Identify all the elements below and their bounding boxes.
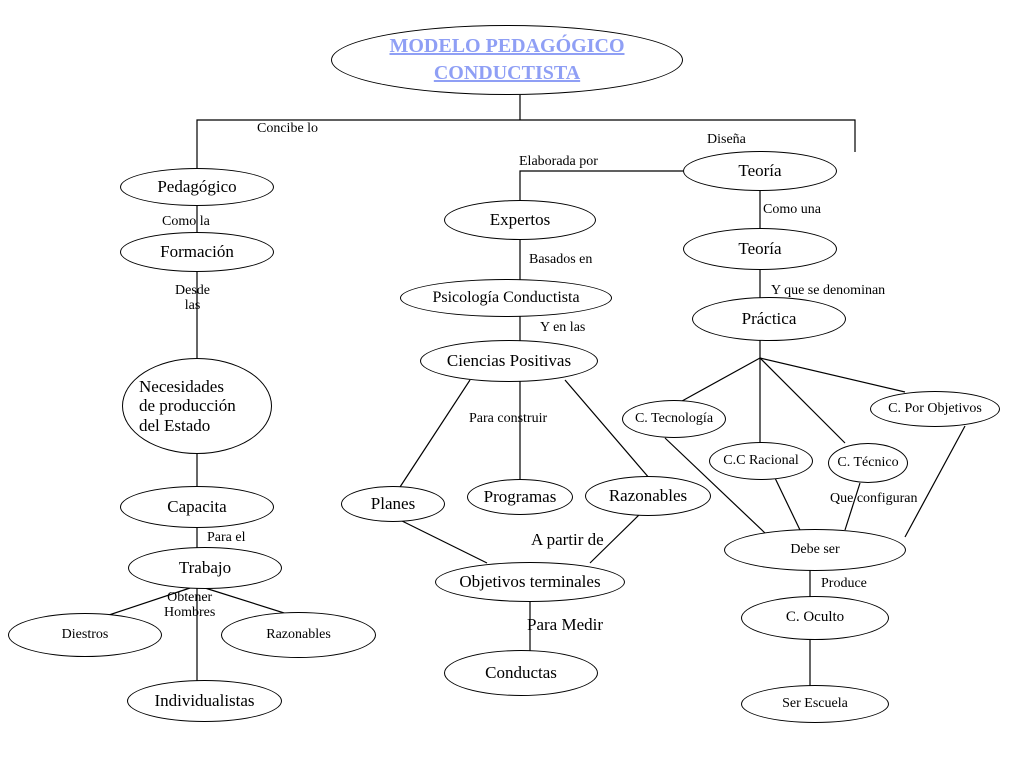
label-obtener-hombres: Obtener Hombres (164, 590, 216, 621)
connector (564, 379, 651, 480)
node-razonables-left: Razonables (221, 612, 376, 658)
label-desde-las: Desde las (175, 283, 210, 314)
node-practica: Práctica (692, 297, 846, 341)
label-produce: Produce (821, 576, 867, 591)
node-label: C. Por Objetivos (888, 400, 982, 416)
node-pedagogico: Pedagógico (120, 168, 274, 206)
node-por-objetivos: C. Por Objetivos (870, 391, 1000, 427)
node-label: Psicología Conductista (432, 288, 580, 306)
node-trabajo: Trabajo (128, 547, 282, 589)
label-y-que-se-denominan: Y que se denominan (771, 283, 886, 298)
label-a-partir-de: A partir de (531, 530, 604, 549)
node-ciencias: Ciencias Positivas (420, 340, 598, 382)
node-conductas: Conductas (444, 650, 598, 696)
node-label: Planes (370, 494, 416, 514)
label-como-una: Como una (763, 202, 821, 217)
node-label: C. Oculto (785, 609, 845, 626)
connector (399, 519, 488, 564)
node-racional: C.C Racional (709, 442, 813, 480)
node-razonables-mid: Razonables (585, 476, 711, 516)
label-para-el: Para el (207, 530, 246, 545)
node-label: Individualistas (154, 691, 255, 711)
node-objetivos: Objetivos terminales (435, 562, 625, 602)
node-planes: Planes (341, 486, 445, 522)
connector (589, 513, 641, 564)
connector (399, 379, 471, 488)
label-disena: Diseña (707, 132, 746, 147)
node-label: Teoría (738, 239, 782, 259)
node-label: Capacita (167, 497, 227, 517)
node-debe-ser: Debe ser (724, 529, 906, 571)
connector (759, 357, 846, 444)
connector (196, 119, 856, 168)
connector (759, 357, 906, 393)
node-label: C. Técnico (837, 454, 899, 470)
node-label: Debe ser (790, 541, 840, 557)
node-label: Ciencias Positivas (446, 351, 572, 371)
label-y-en-las: Y en las (540, 320, 586, 335)
node-tecnologia: C. Tecnología (622, 400, 726, 438)
node-label: Razonables (608, 486, 688, 506)
label-para-construir: Para construir (469, 411, 548, 426)
node-label: Pedagógico (157, 177, 237, 197)
node-label: Expertos (489, 210, 551, 230)
node-label: Programas (483, 487, 557, 507)
node-label: Teoría (738, 161, 782, 181)
node-individualistas: Individualistas (127, 680, 282, 722)
label-como-la: Como la (162, 214, 210, 229)
node-label: Formación (160, 242, 234, 262)
node-tecnico: C. Técnico (828, 443, 908, 483)
node-label: Práctica (741, 309, 797, 329)
connector (99, 587, 191, 619)
page-title[interactable]: MODELO PEDAGÓGICO CONDUCTISTA (389, 35, 625, 84)
node-expertos: Expertos (444, 200, 596, 240)
node-label: C.C Racional (723, 452, 799, 468)
label-elaborada-por: Elaborada por (519, 154, 598, 169)
connector (519, 170, 683, 200)
node-necesidades: Necesidades de producción del Estado (122, 358, 272, 454)
node-diestros: Diestros (8, 613, 162, 657)
node-psicologia: Psicología Conductista (400, 279, 612, 317)
label-concibe-lo: Concibe lo (257, 121, 319, 136)
connector (844, 482, 861, 531)
node-ser-escuela: Ser Escuela (741, 685, 889, 723)
label-para-medir: Para Medir (527, 615, 604, 634)
node-label: Razonables (266, 626, 331, 642)
label-basados-en: Basados en (529, 252, 593, 267)
title-node: MODELO PEDAGÓGICO CONDUCTISTA (331, 25, 683, 95)
node-capacita: Capacita (120, 486, 274, 528)
connector (664, 437, 766, 534)
node-label: Diestros (61, 626, 109, 642)
node-teoria-1: Teoría (683, 151, 837, 191)
node-teoria-2: Teoría (683, 228, 837, 270)
connector (774, 477, 801, 531)
label-que-configuran: Que configuran (830, 491, 918, 506)
node-label: C. Tecnología (634, 410, 714, 426)
node-label: Conductas (485, 663, 557, 683)
connector (904, 425, 966, 538)
connector (681, 357, 761, 402)
node-label: Ser Escuela (782, 695, 848, 711)
node-formacion: Formación (120, 232, 274, 272)
node-label: Trabajo (178, 558, 232, 578)
node-label: Objetivos terminales (459, 572, 601, 592)
node-label: Necesidades de producción del Estado (139, 376, 236, 435)
node-programas: Programas (467, 479, 573, 515)
node-oculto: C. Oculto (741, 596, 889, 640)
